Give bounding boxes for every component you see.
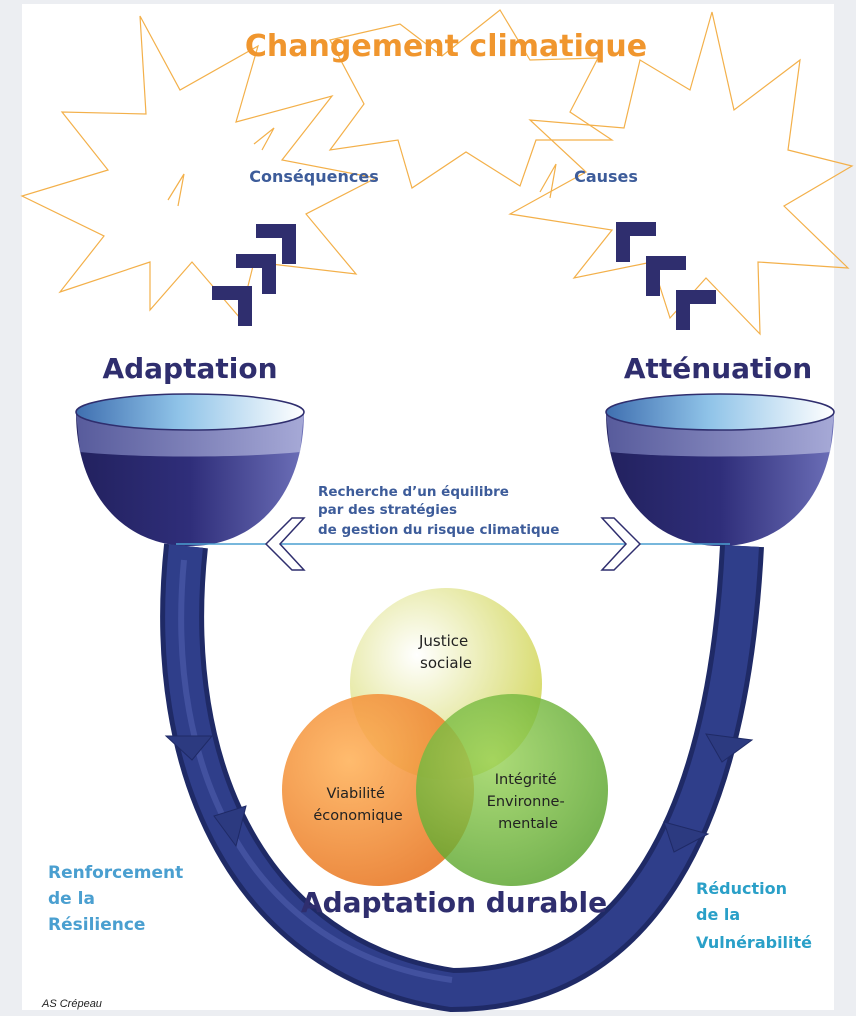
consequences-label: Conséquences xyxy=(249,167,378,186)
right-chevrons xyxy=(616,222,716,330)
right-chevron-2 xyxy=(646,256,686,296)
adaptation-bowl xyxy=(75,393,305,546)
balance-text-line-2: par des stratégies xyxy=(318,502,457,518)
u-arrow-heads xyxy=(164,733,754,853)
left-chevrons xyxy=(212,224,296,326)
star-spark-right xyxy=(539,163,557,199)
right-arrowhead-lower xyxy=(663,821,710,853)
adaptation-label: Adaptation xyxy=(102,352,277,385)
left-chevron-1 xyxy=(256,224,296,264)
attenuation-label: Atténuation xyxy=(624,352,812,385)
venn-left-line-2: économique xyxy=(313,808,402,824)
right-star-shape xyxy=(508,11,854,336)
credit-text: AS Crépeau xyxy=(42,998,102,1010)
vulnerabilite-line-1: Réduction xyxy=(696,879,787,898)
balance-left-arrow xyxy=(264,517,306,571)
resilience-line-3: Résilience xyxy=(48,915,145,935)
venn-right-line-1: Intégrité xyxy=(495,772,557,788)
vulnerabilite-line-3: Vulnérabilité xyxy=(696,933,812,952)
vulnerabilite-label: Réduction de la Vulnérabilité xyxy=(696,879,812,952)
venn-circle-environnement xyxy=(416,694,608,886)
venn-top-line-1: Justice xyxy=(418,632,468,650)
left-arrowhead-lower xyxy=(213,805,247,848)
left-chevron-3 xyxy=(212,286,252,326)
left-chevron-2 xyxy=(236,254,276,294)
venn-label-top: Justice sociale xyxy=(418,632,473,672)
left-arrowhead-upper xyxy=(164,735,214,761)
right-arrowhead-upper xyxy=(705,733,754,763)
resilience-line-2: de la xyxy=(48,889,95,909)
venn-label-left: Viabilité économique xyxy=(313,786,402,824)
venn-right-line-3: mentale xyxy=(498,816,558,832)
vulnerabilite-line-2: de la xyxy=(696,905,740,924)
top-star-shape xyxy=(328,9,614,189)
balance-text-line-1: Recherche d’un équilibre xyxy=(318,484,509,500)
adaptation-bowl-rim xyxy=(75,393,305,431)
star-spark-left xyxy=(167,173,185,207)
diagram-title: Changement climatique xyxy=(245,29,647,64)
venn-right-line-2: Environne- xyxy=(487,794,565,810)
venn-diagram xyxy=(282,588,608,886)
resilience-label: Renforcement de la Résilience xyxy=(48,863,189,935)
venn-left-line-1: Viabilité xyxy=(326,786,384,802)
attenuation-bowl xyxy=(605,393,835,546)
right-chevron-1 xyxy=(616,222,656,262)
venn-top-line-2: sociale xyxy=(420,654,472,672)
venn-label-right: Intégrité Environne- mentale xyxy=(487,772,570,832)
venn-circle-economique xyxy=(282,694,474,886)
attenuation-bowl-rim xyxy=(605,393,835,431)
balance-text: Recherche d’un équilibre par des stratég… xyxy=(318,484,559,538)
causes-label: Causes xyxy=(574,167,638,186)
adaptation-durable-label: Adaptation durable xyxy=(301,886,607,919)
resilience-line-1: Renforcement xyxy=(48,863,183,883)
star-spark-mid xyxy=(253,127,275,151)
right-chevron-3 xyxy=(676,290,716,330)
balance-right-arrow xyxy=(600,517,642,571)
balance-text-line-3: de gestion du risque climatique xyxy=(318,522,559,538)
